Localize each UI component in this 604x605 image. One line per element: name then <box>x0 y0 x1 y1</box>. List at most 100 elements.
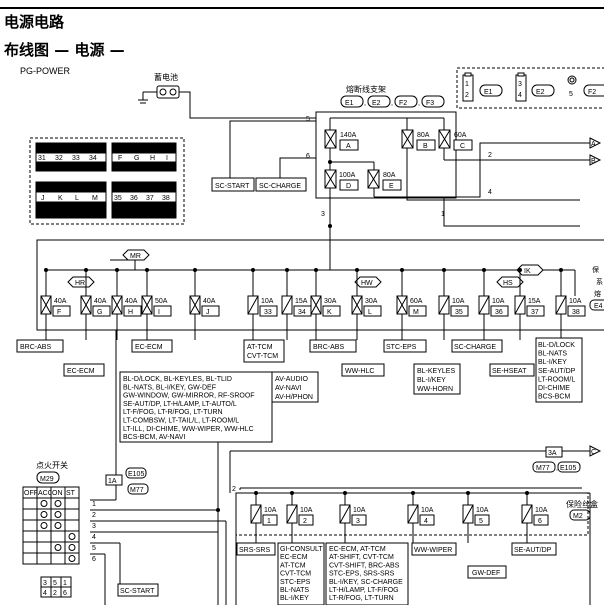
ec-list-item: AT-SHIFT, CVT-TCM <box>329 554 394 561</box>
lower-fuse-top: 3A M77 , E105 <box>532 446 581 473</box>
dest-sc-charge: SC-CHARGE <box>454 344 496 351</box>
fuse-block-frame <box>315 111 457 199</box>
svg-text:E1: E1 <box>345 100 354 107</box>
svg-text:D: D <box>346 183 351 190</box>
svg-text:6: 6 <box>63 590 67 597</box>
sc-charge-label: SC-CHARGE <box>259 183 301 190</box>
dest-se-hseat: SE-HSEAT <box>492 368 527 375</box>
svg-text:E1: E1 <box>484 89 493 96</box>
svg-text:40A: 40A <box>94 298 107 305</box>
svg-text:H: H <box>128 309 133 316</box>
dest-srs: SRS-SRS <box>239 547 270 554</box>
svg-text:40A: 40A <box>54 298 67 305</box>
svg-text:G: G <box>97 309 102 316</box>
mid-fuse-g: 40A G <box>80 268 111 340</box>
dest-av-hphon: AV-H/PHON <box>275 394 313 401</box>
svg-text:E: E <box>389 183 394 190</box>
svg-text:10A: 10A <box>452 298 465 305</box>
mid-fuse-35: 10A 35 <box>438 268 469 340</box>
svg-text:HS: HS <box>503 280 513 287</box>
svg-text:L: L <box>368 309 372 316</box>
connector-legend: 1 2 E1 3 4 E2 5 F2 <box>456 67 604 109</box>
dest-ec-ecm-2: EC-ECM <box>135 344 163 351</box>
svg-text:10A: 10A <box>492 298 505 305</box>
pin-5: 5 <box>306 116 310 123</box>
svg-text:5: 5 <box>479 518 483 525</box>
svg-text:15A: 15A <box>528 298 541 305</box>
note-connector <box>589 299 604 311</box>
svg-text:F: F <box>57 309 61 316</box>
svg-text:3: 3 <box>518 81 522 88</box>
fuse-e: 80A E <box>367 169 402 191</box>
gi-list-item: GI-CONSULT <box>280 546 323 553</box>
svg-text:A: A <box>346 143 351 150</box>
bl-dlock-item: BL-NATS <box>538 351 567 358</box>
big-list-item: BL-NATS, BL-I/KEY, GW-DEF <box>123 384 216 391</box>
svg-text:F: F <box>118 155 122 162</box>
svg-text:E105: E105 <box>560 465 576 472</box>
svg-text:100A: 100A <box>339 172 356 179</box>
svg-text:10A: 10A <box>421 507 434 514</box>
svg-text:4: 4 <box>518 92 522 99</box>
svg-text:J: J <box>41 195 45 202</box>
svg-text:3A: 3A <box>548 450 557 457</box>
ignition-pin-1: 1 <box>92 501 96 508</box>
svg-text:38: 38 <box>162 195 170 202</box>
svg-text:50A: 50A <box>155 298 168 305</box>
battery-icon <box>138 85 316 119</box>
svg-text:60A: 60A <box>454 132 467 139</box>
gi-list-item: EC-ECM <box>280 554 308 561</box>
svg-text:K: K <box>327 309 332 316</box>
svg-text:10A: 10A <box>535 507 548 514</box>
pin-3: 3 <box>321 211 325 218</box>
ignition-pin-3: 3 <box>92 523 96 530</box>
svg-text:H: H <box>150 155 155 162</box>
svg-text:1A: 1A <box>108 478 117 485</box>
svg-text:C: C <box>591 449 596 456</box>
pin-2: 2 <box>488 152 492 159</box>
fuse-block-label: 熔断线支架 <box>346 84 386 94</box>
relay-mr: MR <box>122 249 150 261</box>
main-bus <box>45 240 576 296</box>
dest-bl-keyles: BL-KEYLES <box>417 368 455 375</box>
ec-list-item: CVT-SHIFT, BRC-ABS <box>329 562 400 569</box>
big-list-item: GW-WINDOW, GW-MIRROR, RF-SROOF <box>123 393 255 400</box>
svg-text:80A: 80A <box>417 132 430 139</box>
dest-se-autdp: SE-AUT/DP <box>514 547 552 554</box>
svg-text:37: 37 <box>531 309 539 316</box>
dest-at-tcm: AT-TCM <box>247 344 273 351</box>
svg-text:2: 2 <box>53 590 57 597</box>
svg-text:10A: 10A <box>300 507 313 514</box>
ignition-pin-6: 6 <box>92 556 96 563</box>
big-list-item: BCS-BCM, AV-NAVI <box>123 434 185 441</box>
ec-list-item: BL-I/KEY, SC-CHARGE <box>329 579 403 586</box>
bus-number: 2 <box>232 486 236 493</box>
svg-text:1: 1 <box>63 580 67 587</box>
svg-text:,: , <box>391 100 393 107</box>
svg-text:10A: 10A <box>569 298 582 305</box>
svg-text:35: 35 <box>455 309 463 316</box>
lower-fuse-block-connector <box>569 509 591 521</box>
dest-cvt-tcm: CVT-TCM <box>247 353 278 360</box>
mid-destinations: BRC-ABS EC-ECM EC-ECM AT-TCM CVT-TCM BRC… <box>16 337 583 443</box>
svg-text:M2: M2 <box>573 513 583 520</box>
big-list-item: LT-ILL, DI-CHIME, WW-WIPER, WW-HLC <box>123 426 254 433</box>
bl-dlock-item: BL-D/LOCK <box>538 342 575 349</box>
relay-hs: HS <box>496 276 524 288</box>
fuse-d: 100A D <box>324 169 359 191</box>
ignition-pos-st: ST <box>66 490 76 497</box>
svg-text:40A: 40A <box>203 298 216 305</box>
bl-dlock-item: LT-ROOM/L <box>538 376 575 383</box>
svg-text:K: K <box>58 195 63 202</box>
dest-av-audio: AV-AUDIO <box>275 376 308 383</box>
relay-hr: HR <box>67 276 95 288</box>
